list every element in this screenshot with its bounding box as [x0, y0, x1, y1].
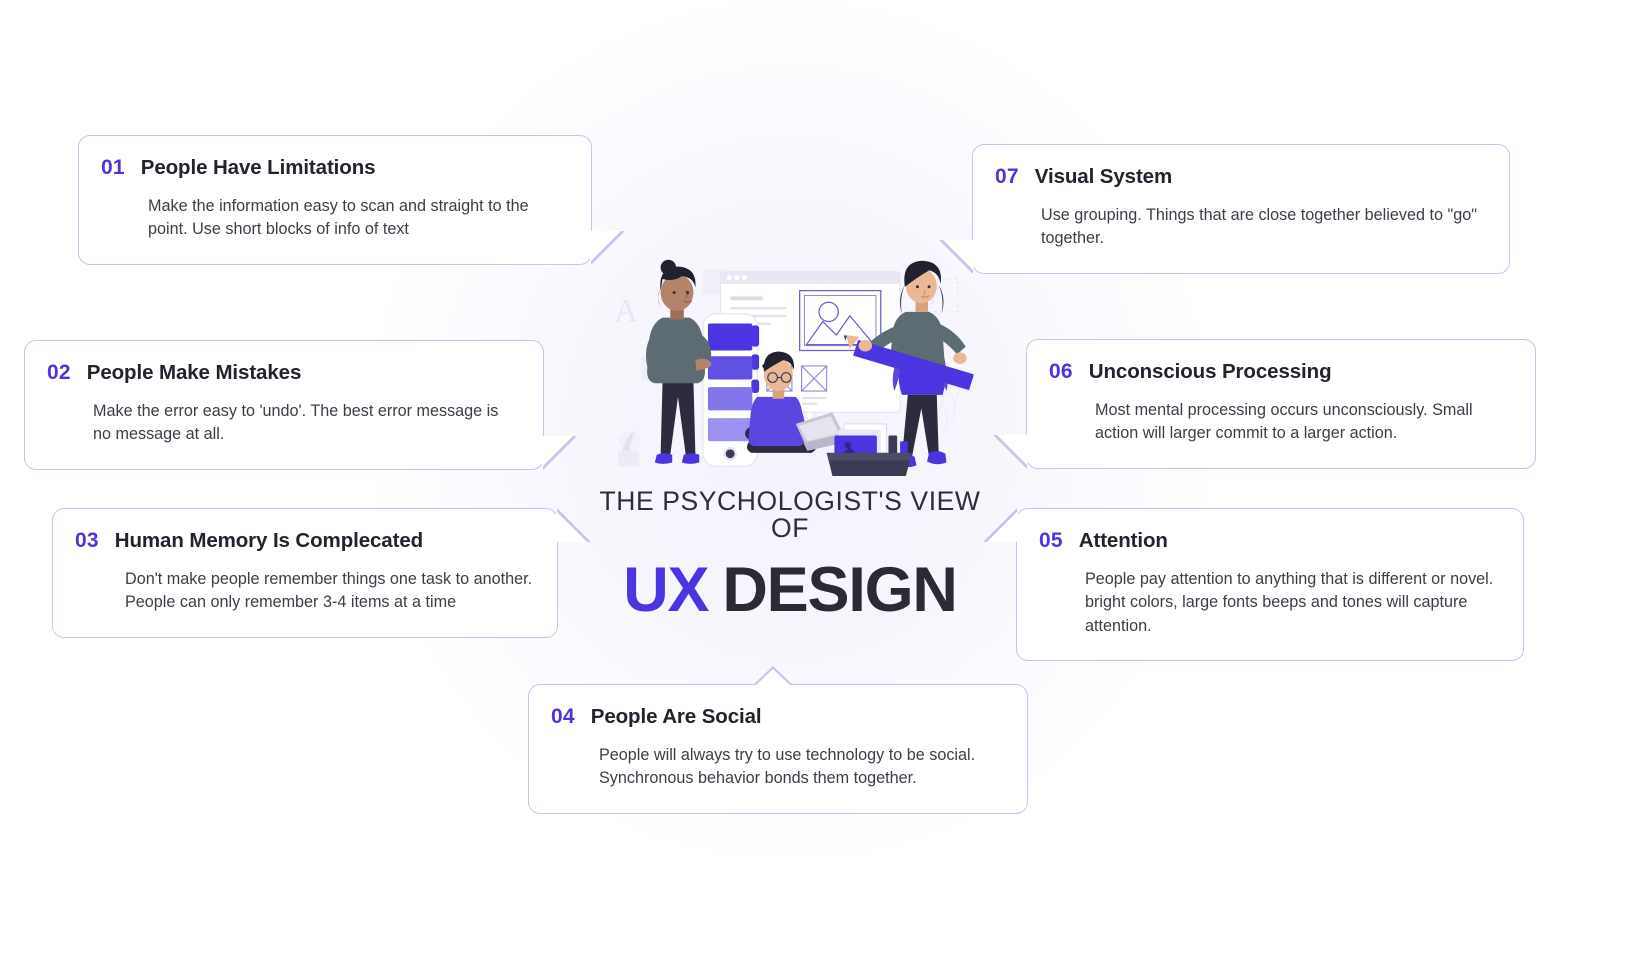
- person-left: [646, 259, 712, 464]
- card-number: 05: [1039, 529, 1063, 552]
- principle-card-05[interactable]: 05 Attention People pay attention to any…: [983, 508, 1524, 662]
- books-stack: [826, 423, 912, 476]
- speech-tail-fill: [556, 510, 587, 542]
- card-title: Visual System: [1034, 165, 1173, 188]
- speech-tail-fill: [997, 435, 1028, 467]
- principle-card-01[interactable]: 01 People Have Limitations Make the info…: [78, 135, 625, 265]
- subtitle: THE PSYCHOLOGIST'S VIEW OF: [599, 486, 981, 543]
- card-title: People Are Social: [590, 705, 762, 728]
- card-title: Attention: [1078, 529, 1168, 552]
- center-block: A T: [588, 252, 992, 622]
- person-center: [745, 351, 850, 453]
- ux-design-team-illustration: A T: [614, 259, 974, 476]
- title-accent-word: UX: [623, 555, 709, 625]
- card-title: Human Memory Is Complecated: [114, 529, 424, 552]
- title-rest-word: DESIGN: [722, 555, 958, 625]
- plant: [618, 431, 640, 467]
- card-header: 03 Human Memory Is Complecated: [75, 529, 533, 553]
- svg-text:A: A: [614, 294, 638, 330]
- speech-tail-fill: [755, 669, 792, 686]
- card-body-text: Don't make people remember things one ta…: [125, 569, 533, 612]
- speech-tail-outline: [543, 435, 577, 470]
- person-right: [844, 260, 974, 468]
- card-body-text: Make the information easy to scan and st…: [148, 196, 529, 239]
- card-number: 02: [47, 361, 71, 384]
- card-body-text: Use grouping. Things that are close toge…: [1041, 205, 1477, 248]
- card-header: 07 Visual System: [995, 165, 1485, 189]
- card-number: 06: [1049, 360, 1073, 383]
- card-number: 03: [75, 529, 99, 552]
- card-number: 01: [101, 156, 125, 179]
- card-header: 06 Unconscious Processing: [1049, 360, 1511, 384]
- card-header: 04 People Are Social: [551, 705, 1003, 729]
- card-title: People Have Limitations: [140, 156, 376, 179]
- card-number: 04: [551, 705, 575, 728]
- speech-tail-fill: [542, 436, 573, 468]
- speech-tail-outline: [557, 508, 591, 542]
- principle-card-07[interactable]: 07 Visual System Use grouping. Things th…: [939, 144, 1510, 274]
- speech-tail-outline: [993, 434, 1027, 469]
- card-number: 07: [995, 165, 1019, 188]
- card-header: 05 Attention: [1039, 529, 1499, 553]
- card-title: People Make Mistakes: [86, 361, 302, 384]
- principle-card-06[interactable]: 06 Unconscious Processing Most mental pr…: [993, 339, 1536, 469]
- card-body-text: People pay attention to anything that is…: [1085, 569, 1494, 635]
- card-body-text: People will always try to use technology…: [599, 745, 976, 788]
- card-header: 01 People Have Limitations: [101, 156, 567, 180]
- principle-card-04[interactable]: 04 People Are Social People will always …: [528, 666, 1028, 814]
- principle-card-02[interactable]: 02 People Make Mistakes Make the error e…: [24, 340, 577, 470]
- principle-card-03[interactable]: 03 Human Memory Is Complecated Don't mak…: [52, 508, 591, 638]
- card-header: 02 People Make Mistakes: [47, 361, 519, 385]
- card-title: Unconscious Processing: [1088, 360, 1332, 383]
- card-body-text: Make the error easy to 'undo'. The best …: [93, 401, 499, 444]
- card-body-text: Most mental processing occurs unconsciou…: [1095, 400, 1473, 443]
